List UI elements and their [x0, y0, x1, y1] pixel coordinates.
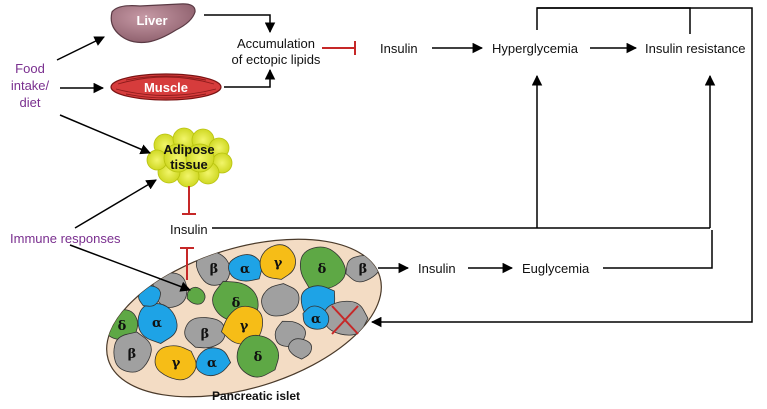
- delta-cell: [186, 286, 206, 305]
- arrow-euglycemia-resistance: [603, 230, 713, 269]
- immune-responses-label: Immune responses: [10, 231, 121, 246]
- gamma-cell-symbol: γ: [274, 256, 283, 271]
- adipose-tissue-shape: [146, 127, 233, 188]
- beta-cell: β: [113, 331, 152, 373]
- alpha-cell-symbol: α: [240, 262, 250, 277]
- hyperglycemia-label: Hyperglycemia: [492, 41, 578, 56]
- arrow-muscle-accumulation: [224, 68, 276, 88]
- beta-cell: β: [184, 317, 226, 349]
- alpha-cell-symbol: α: [152, 316, 162, 331]
- inhibitions: [180, 41, 359, 335]
- delta-cell: δ: [236, 334, 279, 378]
- liver-label: Liver: [136, 13, 168, 28]
- arrow-immune-islet: [69, 244, 191, 292]
- insulin-right-label: Insulin: [418, 261, 456, 276]
- euglycemia-label: Euglycemia: [522, 261, 590, 276]
- delta-cell-symbol: δ: [232, 296, 241, 311]
- arrow-immune-adipose: [74, 179, 157, 229]
- alpha-cell-symbol: α: [311, 312, 321, 327]
- arrows: [56, 7, 753, 328]
- food-intake-line-2: intake/: [10, 78, 50, 93]
- beta-cell: [288, 338, 312, 360]
- beta-cell-symbol: β: [359, 262, 368, 277]
- gamma-cell: γ: [154, 345, 197, 381]
- muscle-label: Muscle: [143, 80, 189, 95]
- arrow-liver-accumulation: [204, 14, 276, 34]
- liver-shape: [110, 3, 196, 44]
- insulin-mid-label: Insulin: [170, 222, 208, 237]
- adipose-line-1: Adipose: [163, 142, 215, 157]
- arrow-resistance-feedback: [536, 7, 691, 34]
- accumulation-label: Accumulation of ectopic lipids: [220, 36, 332, 68]
- muscle-shape: [110, 73, 222, 101]
- arrow-food-liver: [56, 36, 105, 61]
- adipose-line-2: tissue: [170, 157, 208, 172]
- food-intake-line-1: Food: [15, 61, 45, 76]
- gamma-cell-symbol: γ: [172, 356, 181, 371]
- delta-cell-symbol: δ: [318, 262, 327, 277]
- gamma-cell: γ: [259, 244, 296, 280]
- food-intake-label: Food intake/ diet: [4, 60, 56, 111]
- food-intake-line-3: diet: [19, 95, 41, 110]
- arrow-top-loop-to-islet: [370, 7, 753, 328]
- delta-cell: δ: [299, 246, 346, 290]
- beta-cell-symbol: β: [128, 347, 137, 362]
- beta-cell: [261, 283, 300, 317]
- alpha-cell: α: [302, 305, 330, 330]
- arrow-food-adipose: [59, 114, 151, 155]
- insulin-top-label: Insulin: [380, 41, 418, 56]
- delta-cell-symbol: δ: [254, 350, 263, 365]
- beta-cell-symbol: β: [210, 262, 219, 277]
- accumulation-line-1: Accumulation: [236, 36, 316, 51]
- alpha-cell-symbol: α: [207, 356, 217, 371]
- alpha-cell: α: [195, 347, 232, 377]
- accumulation-line-2: of ectopic lipids: [231, 52, 321, 67]
- gamma-cell-symbol: γ: [240, 319, 249, 334]
- adipose-label: Adipose tissue: [150, 142, 228, 172]
- beta-cell-symbol: β: [201, 327, 210, 342]
- delta-cell-symbol: δ: [118, 319, 127, 334]
- alpha-cell: α: [228, 254, 263, 282]
- pancreatic-islet-label: Pancreatic islet: [212, 389, 301, 403]
- alpha-cell: [138, 285, 161, 307]
- insulin-resistance-label: Insulin resistance: [645, 41, 746, 56]
